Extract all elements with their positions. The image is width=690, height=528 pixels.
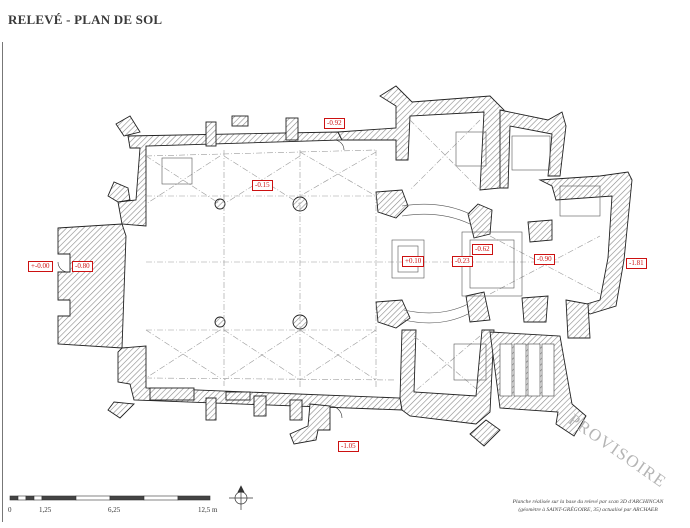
scale-tick-0: 0: [8, 506, 12, 514]
level-mark-choir: -0.90: [534, 254, 555, 265]
vault-lines: [145, 119, 601, 393]
nave-north-wall: [117, 131, 343, 227]
crossing-piers: [375, 189, 553, 329]
pier-ne: [467, 203, 493, 239]
level-mark-crossing: +0.10: [402, 256, 425, 267]
level-mark-south-porch: -1.05: [338, 441, 359, 452]
scale-tick-2: 6,25: [108, 506, 121, 514]
south-porch-wall: [289, 403, 331, 445]
pier-se: [465, 291, 491, 323]
credit-line-1: Planche réalisée sur la base du relevé p…: [512, 499, 664, 505]
frame-border: [2, 42, 3, 522]
sacristy-wall: [499, 109, 567, 189]
nave-buttresses: [149, 115, 303, 421]
pier-nw: [375, 189, 409, 219]
level-mark-west-porch: -0.80: [72, 261, 93, 272]
level-mark-transept: -0.23: [452, 256, 473, 267]
bench-rows: [499, 343, 555, 397]
level-mark-altar: -0.62: [472, 244, 493, 255]
nw-turret: [115, 115, 141, 137]
west-wall: [57, 223, 127, 349]
nw-corner-buttress: [107, 181, 131, 203]
scale-tick-3: 12,5 m: [198, 506, 218, 514]
level-mark-apse: -1.81: [626, 258, 647, 269]
nave-columns: [214, 196, 308, 330]
scale-tick-1: 1,25: [39, 506, 52, 514]
pier-sw: [375, 299, 411, 329]
sw-buttress: [107, 401, 135, 419]
se-buttress: [469, 419, 501, 447]
choir-pier-s: [521, 295, 549, 323]
north-transept-wall: [337, 85, 505, 191]
steps: [161, 131, 601, 381]
south-transept-wall: [399, 329, 495, 425]
level-mark-north-door: -0.92: [324, 118, 345, 129]
apse-wall: [538, 171, 633, 315]
door-swings: [57, 139, 345, 419]
east-stair: [565, 299, 591, 339]
north-arrow-icon: [229, 485, 253, 510]
credit-line-2: (géomètre à SAINT-GRÉGOIRE, 35) actualis…: [518, 507, 658, 513]
credit-note: Planche réalisée sur la base du relevé p…: [490, 498, 686, 514]
choir-pier-n: [527, 219, 553, 243]
page-title: RELEVÉ - PLAN DE SOL: [8, 12, 163, 27]
scale-bar: [9, 495, 211, 501]
level-mark-nave: -0.15: [252, 180, 273, 191]
level-mark-west-entrance: +-0.00: [28, 261, 53, 272]
